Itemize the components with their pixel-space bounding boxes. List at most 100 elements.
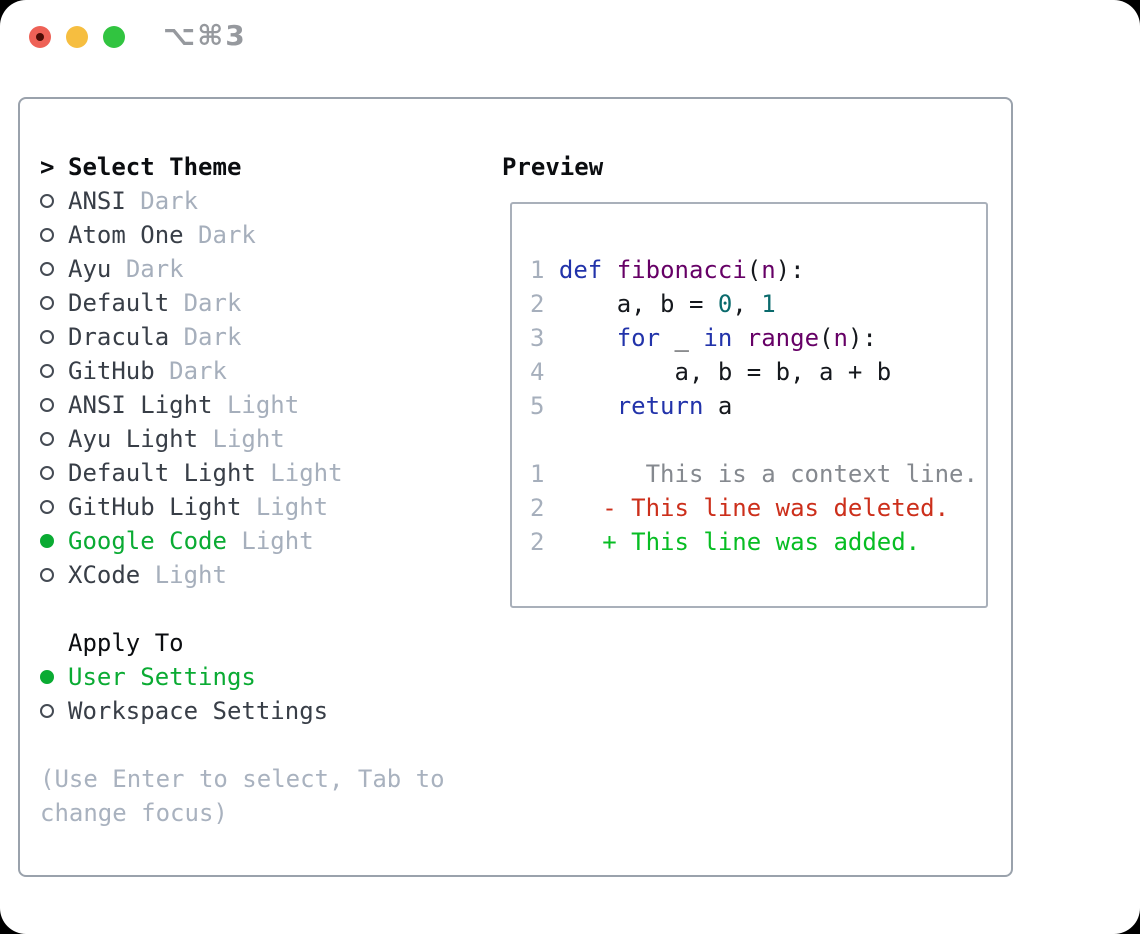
apply-to-option[interactable]: User Settings <box>40 660 490 694</box>
theme-option[interactable]: Default Light Light <box>40 456 490 490</box>
radio-icon <box>40 296 68 310</box>
window-title: ⌥⌘3 <box>163 19 247 52</box>
theme-variant-tag: Light <box>226 391 300 419</box>
code-token-keyword: for <box>616 324 661 352</box>
zoom-button[interactable] <box>103 26 125 48</box>
apply-to-header-label: Apply To <box>68 629 184 657</box>
theme-variant-tag: Dark <box>198 221 256 249</box>
radio-dot-hollow <box>40 330 54 344</box>
code-token-plain: _ <box>660 324 704 352</box>
radio-dot-hollow <box>40 432 54 446</box>
radio-selected-icon <box>40 670 68 684</box>
radio-icon <box>40 398 68 412</box>
radio-selected-icon <box>40 534 68 548</box>
apply-to-option-label: User Settings <box>68 663 256 691</box>
code-token-name: fibonacci <box>616 256 747 284</box>
theme-option[interactable]: Ayu Light Light <box>40 422 490 456</box>
theme-option[interactable]: ANSI Dark <box>40 184 490 218</box>
radio-dot-hollow <box>40 194 54 208</box>
theme-option-label: ANSI Dark <box>68 184 198 218</box>
code-token-plain <box>732 324 746 352</box>
minimize-button[interactable] <box>66 26 88 48</box>
radio-dot-hollow <box>40 262 54 276</box>
code-line: 2 + This line was added. <box>530 525 986 559</box>
line-number: 2 <box>530 290 545 318</box>
radio-icon <box>40 262 68 276</box>
code-token-literal: 1 <box>761 290 776 318</box>
code-token-plain: , <box>732 290 762 318</box>
document-edited-dot <box>36 33 44 41</box>
theme-option-label: Dracula Dark <box>68 320 241 354</box>
code-token-plain <box>602 256 616 284</box>
theme-option-label: ANSI Light Light <box>68 388 299 422</box>
radio-icon <box>40 364 68 378</box>
code-token-plain: a, b = b, a + b <box>544 358 892 386</box>
code-line: 5 return a <box>530 389 986 423</box>
theme-variant-tag: Dark <box>183 289 242 317</box>
select-theme-header: >Select Theme <box>40 150 490 184</box>
code-token-name: range <box>746 324 820 352</box>
theme-option-label: GitHub Dark <box>68 354 227 388</box>
apply-to-option[interactable]: Workspace Settings <box>40 694 490 728</box>
selection-cursor: > <box>40 150 68 184</box>
theme-name: ANSI <box>68 187 126 215</box>
radio-icon <box>40 194 68 208</box>
theme-option[interactable]: GitHub Dark <box>40 354 490 388</box>
radio-dot-hollow <box>40 398 54 412</box>
theme-name: Ayu Light <box>68 425 199 453</box>
theme-option[interactable]: Google Code Light <box>40 524 490 558</box>
theme-option[interactable]: ANSI Light Light <box>40 388 490 422</box>
theme-option-label: Default Dark <box>68 286 241 320</box>
theme-variant-tag: Dark <box>125 255 184 283</box>
code-token-plain <box>544 324 616 352</box>
code-token-name: n <box>761 256 776 284</box>
theme-name: GitHub <box>68 357 155 385</box>
spacer <box>40 728 490 762</box>
theme-name: Ayu <box>68 255 112 283</box>
radio-dot-hollow <box>40 228 54 242</box>
theme-name: Atom One <box>68 221 184 249</box>
theme-option-label: Ayu Dark <box>68 252 184 286</box>
theme-option[interactable]: Dracula Dark <box>40 320 490 354</box>
theme-option[interactable]: GitHub Light Light <box>40 490 490 524</box>
theme-name: XCode <box>68 561 141 589</box>
select-theme-header-label: Select Theme <box>68 153 242 181</box>
code-token-plain: a <box>703 392 733 420</box>
line-number: 1 <box>530 460 545 488</box>
theme-variant-tag: Dark <box>140 187 199 215</box>
code-token-plain <box>544 256 558 284</box>
theme-option[interactable]: Atom One Dark <box>40 218 490 252</box>
apply-to-header: Apply To <box>40 626 490 660</box>
radio-dot-hollow <box>40 364 54 378</box>
radio-dot-hollow <box>40 704 54 718</box>
theme-variant-tag: Light <box>270 459 343 487</box>
code-token-keyword: def <box>558 256 603 284</box>
theme-name: Google Code <box>68 527 227 555</box>
radio-dot-hollow <box>40 500 54 514</box>
theme-option[interactable]: XCode Light <box>40 558 490 592</box>
line-number: 3 <box>530 324 545 352</box>
radio-icon <box>40 228 68 242</box>
theme-option[interactable]: Default Dark <box>40 286 490 320</box>
code-token-plain: a, b = <box>544 290 718 318</box>
radio-icon <box>40 432 68 446</box>
code-token-keyword: in <box>703 324 733 352</box>
theme-variant-tag: Light <box>212 425 285 453</box>
code-token-name: n <box>833 324 848 352</box>
theme-option[interactable]: Ayu Dark <box>40 252 490 286</box>
theme-name: Default Light <box>68 459 256 487</box>
spacer <box>40 592 490 626</box>
radio-dot-hollow <box>40 466 54 480</box>
code-line: 2 a, b = 0, 1 <box>530 287 986 321</box>
radio-dot-filled <box>40 670 54 684</box>
theme-name: GitHub Light <box>68 493 242 521</box>
code-token-plain: ( <box>819 324 834 352</box>
code-line: 3 for _ in range(n): <box>530 321 986 355</box>
radio-dot-hollow <box>40 568 54 582</box>
close-button[interactable] <box>29 26 51 48</box>
